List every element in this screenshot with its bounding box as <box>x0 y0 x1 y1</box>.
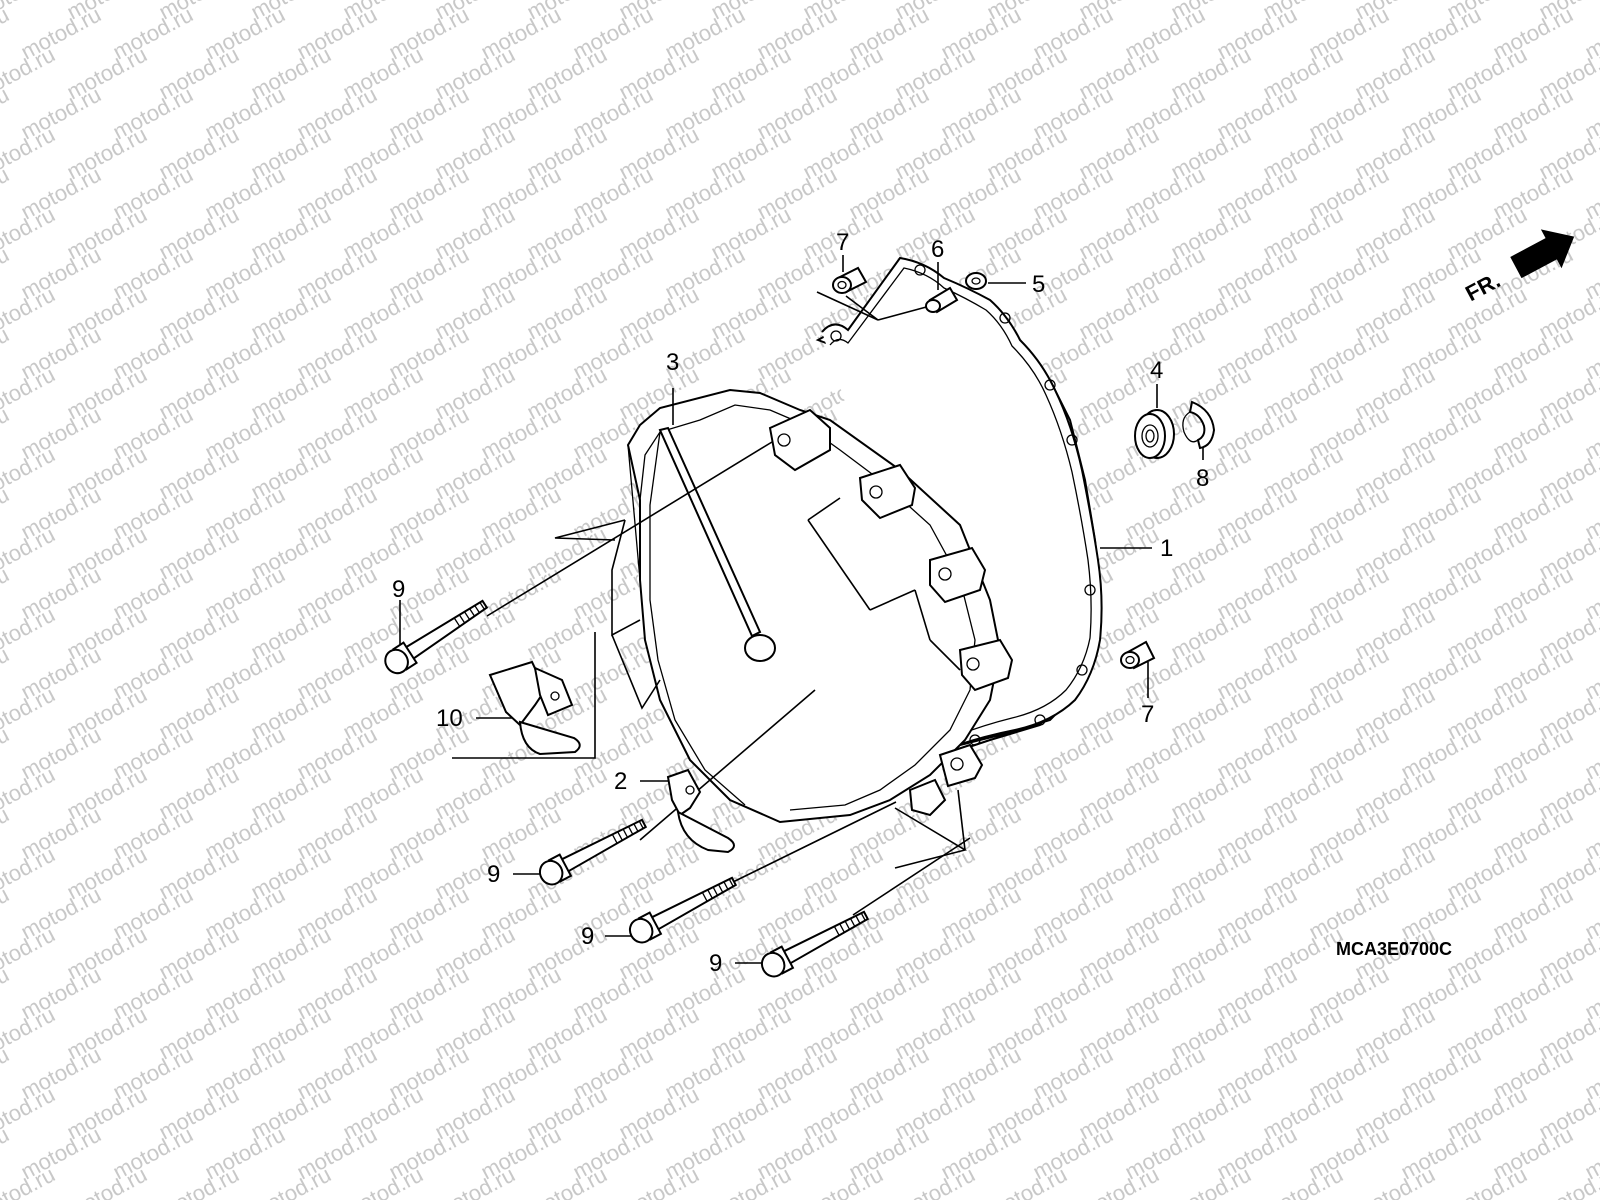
callout-5: 5 <box>1032 271 1045 298</box>
watermark-text: motod.ru <box>1075 1162 1163 1200</box>
clamp-10[interactable] <box>488 660 581 756</box>
clutch-cover[interactable] <box>626 388 1014 824</box>
watermark-text: motod.ru <box>799 1162 887 1200</box>
watermark-text: motod.ru <box>0 1002 59 1065</box>
watermark-text: motod.ru <box>0 282 59 345</box>
dowel-collar-right[interactable] <box>1120 640 1156 670</box>
watermark-text: motod.ru <box>0 442 59 505</box>
callout-7b: 7 <box>1141 701 1154 728</box>
clamp-2[interactable] <box>666 768 735 854</box>
callout-1: 1 <box>1160 535 1173 562</box>
watermark-text: motod.ru <box>615 1162 703 1200</box>
gasket[interactable] <box>815 256 1103 761</box>
callout-4: 4 <box>1150 357 1163 384</box>
dowel-collar-top[interactable] <box>832 266 868 294</box>
dowel-pin[interactable] <box>925 286 959 314</box>
watermark-text: motod.ru <box>891 1162 979 1200</box>
callout-9d: 9 <box>709 950 722 977</box>
callout-9a: 9 <box>392 576 405 603</box>
watermark-text: motod.ru <box>0 522 59 585</box>
diagram-code: MCA3E0700C <box>1336 939 1452 959</box>
callout-9c: 9 <box>581 923 594 950</box>
callout-7a: 7 <box>836 229 849 256</box>
watermark-text: motod.ru <box>431 1162 519 1200</box>
watermark-text: motod.ru <box>155 1162 243 1200</box>
watermark-text: motod.ru <box>0 122 59 185</box>
callout-labels: 1 2 3 4 5 6 7 7 8 9 9 9 9 10 <box>392 229 1209 977</box>
watermark-text: motod.ru <box>0 682 59 745</box>
watermark-text: motod.ru <box>983 1162 1071 1200</box>
watermark-text: motod.ru <box>247 1162 335 1200</box>
washer[interactable] <box>965 272 987 290</box>
watermark-text: motod.ru <box>1167 1162 1255 1200</box>
watermark-text: motod.ru <box>1259 1162 1347 1200</box>
callout-10: 10 <box>436 705 463 732</box>
watermark-text: motod.ru <box>0 1082 59 1145</box>
watermark-text: motod.ru <box>0 842 59 905</box>
leader-lines <box>399 255 1204 964</box>
watermark-text: motod.ru <box>0 762 59 825</box>
watermark-text: motod.ru <box>0 362 59 425</box>
watermark-text: motod.ru <box>63 1162 151 1200</box>
watermark-text: motod.ru <box>1351 1162 1439 1200</box>
watermark-text: motod.ru <box>339 1162 427 1200</box>
gasket-bolt-holes <box>830 264 1096 746</box>
watermark-text: motod.ru <box>707 1162 795 1200</box>
watermark-text: motod.ru <box>0 602 59 665</box>
callout-2: 2 <box>614 768 627 795</box>
cover-bosses <box>768 408 1014 817</box>
watermark-text: motod.ru <box>0 202 59 265</box>
callout-8: 8 <box>1196 465 1209 492</box>
watermark-text: motod.ru <box>523 1162 611 1200</box>
callout-9b: 9 <box>487 861 500 888</box>
watermark-text: motod.ru <box>1443 1162 1531 1200</box>
snap-ring[interactable] <box>1182 400 1216 450</box>
callout-6: 6 <box>931 236 944 263</box>
bearing[interactable] <box>1134 409 1175 459</box>
callout-3: 3 <box>666 349 679 376</box>
watermark-text: motod.ru <box>0 922 59 985</box>
watermark-text: motod.ru <box>0 42 59 105</box>
